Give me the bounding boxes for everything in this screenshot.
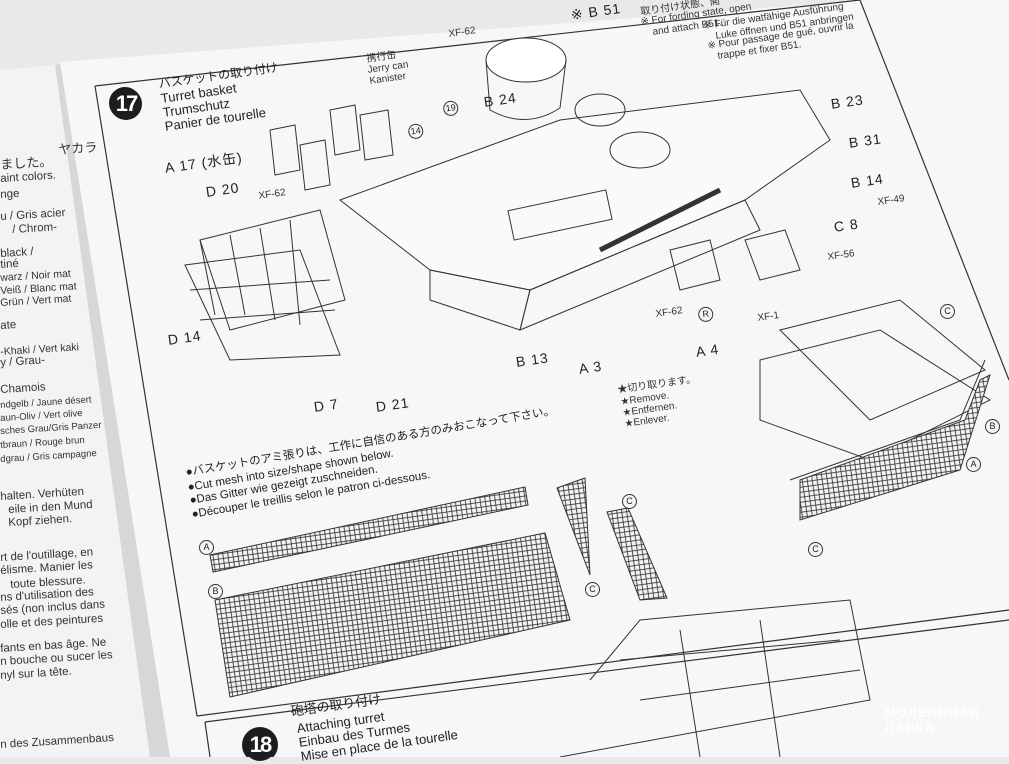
detail-mark-c: C bbox=[940, 302, 955, 319]
detail-mark-c: C bbox=[808, 540, 823, 557]
step17-number: 17 bbox=[110, 88, 142, 120]
mesh-mark-b: B bbox=[208, 582, 223, 599]
hull-drawing bbox=[184, 37, 992, 757]
label-19: 19 bbox=[442, 98, 460, 117]
mesh-mark-c: C bbox=[585, 580, 600, 597]
mesh-pattern-c2 bbox=[606, 507, 668, 601]
mesh-mark-c: C bbox=[622, 492, 637, 509]
label-r: R bbox=[697, 304, 715, 323]
step18-number: 18 bbox=[244, 729, 276, 761]
step17-frame bbox=[94, 0, 1009, 381]
left-text: tiné bbox=[0, 257, 20, 271]
left-text: ヤカラ bbox=[57, 139, 98, 157]
main-page bbox=[60, 0, 1009, 757]
detail-mark-a: A bbox=[966, 455, 981, 472]
label-a3: A 3 bbox=[577, 357, 604, 377]
left-text: nge bbox=[0, 187, 20, 201]
mesh-mark-a: A bbox=[199, 538, 214, 555]
watermark-line: МОДЕЛЬНАЯ bbox=[885, 705, 980, 720]
label-a4: A 4 bbox=[694, 340, 721, 360]
left-text: ました。 bbox=[0, 153, 53, 172]
label-d7: D 7 bbox=[312, 395, 340, 415]
mesh-pattern-b bbox=[214, 532, 571, 698]
mesh-pattern-c1 bbox=[556, 477, 591, 576]
mesh-pattern-a bbox=[209, 486, 529, 573]
left-page bbox=[0, 65, 150, 757]
label-c8: C 8 bbox=[832, 215, 860, 235]
left-text: ate bbox=[0, 319, 17, 332]
detail-mark-b: B bbox=[985, 417, 1000, 434]
watermark-line: ЛАВКА bbox=[885, 719, 936, 735]
watermark-logo: МОДЕЛЬНАЯ ЛАВКА bbox=[885, 705, 980, 736]
label-14: 14 bbox=[407, 121, 425, 140]
